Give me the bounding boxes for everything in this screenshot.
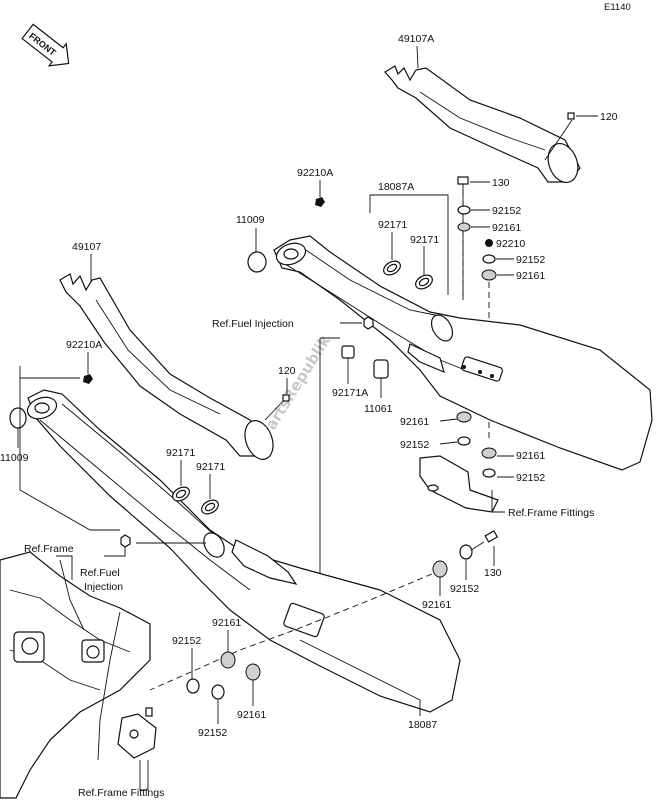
label-92161-f: 92161: [212, 617, 241, 629]
leader-ref-frame-fittings-right: [491, 490, 505, 513]
fuel-injection-sensor-lower: [120, 534, 131, 548]
diagram-code: E1140: [604, 2, 631, 13]
damper-92161-f: [220, 651, 236, 669]
label-92161-b: 92161: [516, 270, 545, 282]
nut-92210A-lower: [83, 374, 93, 384]
label-92152-d: 92152: [516, 472, 545, 484]
label-49107A: 49107A: [398, 33, 434, 45]
label-120-mid: 120: [278, 365, 296, 377]
bracket-hole-right: [427, 484, 439, 492]
label-11009-top: 11009: [236, 214, 265, 226]
washer-92152-g: [211, 684, 225, 700]
front-direction-arrow: FRONT: [21, 23, 70, 67]
clamp-92171A: [341, 345, 355, 359]
nut-92210A-upper: [315, 197, 325, 207]
damper-92161-c: [456, 411, 472, 423]
label-11009-left: 11009: [0, 452, 29, 464]
gasket-11061: [373, 359, 389, 379]
label-92152-c: 92152: [400, 439, 429, 451]
label-92210-right: 92210: [496, 238, 525, 250]
label-120-top: 120: [600, 111, 618, 123]
label-92171-c: 92171: [166, 447, 195, 459]
label-92152-e: 92152: [450, 583, 479, 595]
ref-fuel-lower-line2: Injection: [84, 581, 123, 593]
bracket-hole-lower: [129, 729, 139, 739]
clamp-92171-lower-a: [172, 486, 190, 502]
bolt-120-upper: [544, 112, 575, 161]
label-92171A: 92171A: [332, 387, 368, 399]
washer-92152-f: [186, 678, 200, 694]
frame-bracket-right: [419, 455, 499, 513]
ref-fuel-lower-line1: Ref.Fuel: [80, 567, 120, 579]
ref-frame-fittings-right: Ref.Frame Fittings: [508, 507, 594, 519]
fuel-injection-sensor-top: [363, 316, 374, 330]
leader-92152-c: [439, 441, 458, 445]
label-18087A: 18087A: [378, 181, 414, 193]
label-92210A-left: 92210A: [66, 339, 102, 351]
damper-92161-e: [432, 560, 448, 578]
frame-outline: [0, 551, 151, 799]
label-92152-a: 92152: [492, 205, 521, 217]
label-92152-g: 92152: [198, 727, 227, 739]
label-92152-f: 92152: [172, 635, 201, 647]
damper-92161-a: [457, 222, 471, 232]
washer-92152-c: [457, 436, 471, 446]
label-11061: 11061: [364, 403, 393, 415]
label-92152-b: 92152: [516, 254, 545, 266]
bracket-line-left: [19, 378, 120, 531]
damper-92161-g: [245, 663, 261, 681]
leader-49107A: [416, 45, 419, 69]
label-92171-a: 92171: [378, 219, 407, 231]
leader-ref-fuel-lower: [104, 547, 126, 557]
stud-line-lower: [149, 573, 433, 691]
leader-18087: [299, 639, 421, 716]
ref-frame-label: Ref.Frame: [24, 543, 74, 555]
label-92161-a: 92161: [492, 222, 521, 234]
bracket-line-left-top: [19, 366, 80, 379]
label-130-top: 130: [492, 177, 510, 189]
leader-18087A: [369, 194, 449, 295]
heat-shield-upper: [384, 65, 581, 183]
leader-ref-frame-fittings-bottom: [139, 760, 149, 791]
nut-92210: [485, 239, 493, 247]
gasket-11009-upper: [247, 251, 267, 273]
label-92171-b: 92171: [410, 234, 439, 246]
label-49107: 49107: [72, 241, 101, 253]
gasket-11009-lower: [9, 407, 27, 429]
label-92171-d: 92171: [196, 461, 225, 473]
damper-92161-b: [481, 269, 497, 281]
washer-92152-d: [482, 468, 496, 478]
bolt-130-bottom: [467, 530, 499, 553]
clamp-92171-lower-b: [201, 499, 219, 515]
heat-shield-lower: [59, 273, 274, 460]
washer-92152-e: [459, 544, 473, 560]
watermark: PartsRepublik: [256, 331, 335, 442]
clamp-92171-upper-b: [415, 274, 433, 290]
label-92161-g: 92161: [237, 709, 266, 721]
ref-fuel-injection-top: Ref.Fuel Injection: [212, 318, 294, 330]
clamp-92171-upper-a: [383, 260, 401, 276]
ref-frame-fittings-bottom: Ref.Frame Fittings: [78, 787, 164, 799]
leader-92161-c: [439, 418, 458, 422]
washer-92152-b: [482, 254, 496, 264]
label-92161-c: 92161: [400, 416, 429, 428]
label-92210A-top: 92210A: [297, 167, 333, 179]
label-18087: 18087: [408, 719, 437, 731]
washer-92152-a: [457, 205, 471, 215]
muffler-lower: [26, 389, 461, 713]
leader-ref-frame: [56, 555, 73, 580]
label-92161-d: 92161: [516, 450, 545, 462]
bolt-130-top: [457, 176, 469, 300]
label-130-bottom: 130: [484, 567, 502, 579]
bolt-lower-left: [145, 707, 153, 717]
bolt-120-lower: [264, 394, 290, 421]
label-92161-e: 92161: [422, 599, 451, 611]
damper-92161-d: [481, 447, 497, 459]
